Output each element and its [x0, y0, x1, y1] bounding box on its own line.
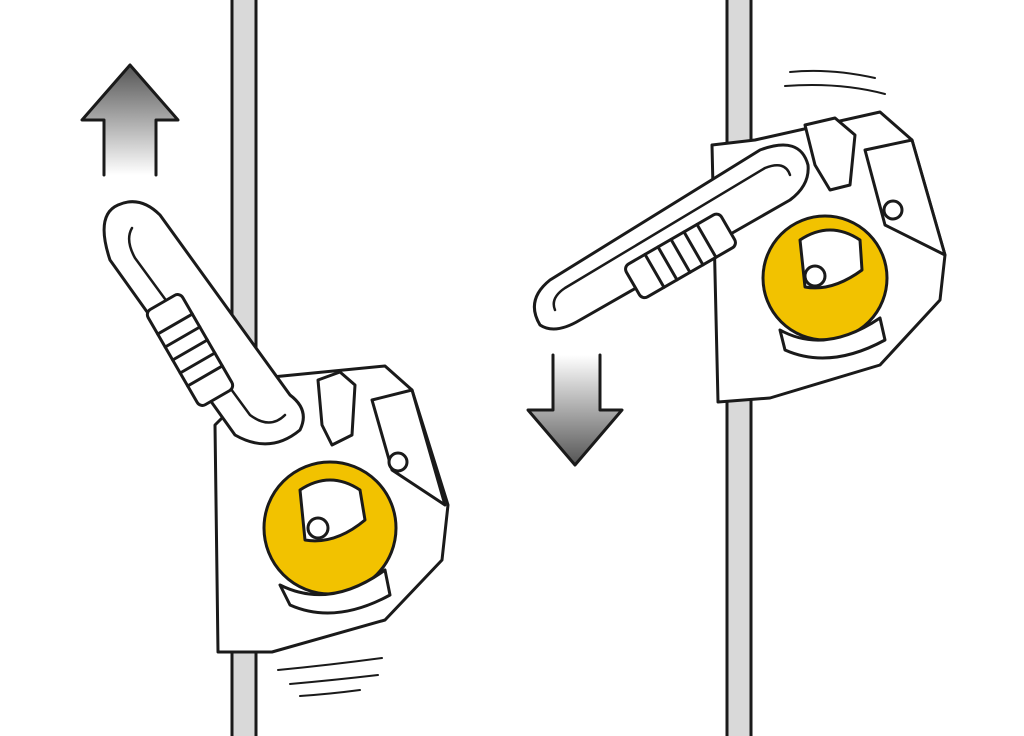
rivet-left [387, 451, 409, 473]
motion-lines-left [277, 657, 383, 697]
motion-lines-right [784, 69, 886, 95]
carabiner-left [102, 200, 305, 446]
clamp-slot-left [316, 370, 357, 447]
carabiner-gate-left [145, 293, 235, 407]
carabiner-gate-right [624, 212, 737, 300]
clamp-slot-right [803, 116, 857, 192]
carabiner-right [532, 143, 810, 331]
rivet-right [882, 199, 904, 221]
